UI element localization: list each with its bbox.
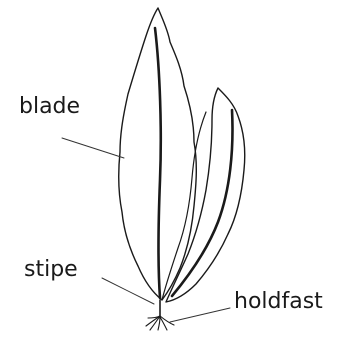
blade-left-midrib — [155, 28, 161, 298]
blade-middle-outline — [162, 112, 206, 300]
label-holdfast: holdfast — [234, 291, 323, 313]
holdfast-roots — [146, 316, 174, 330]
leader-line-holdfast — [170, 308, 230, 322]
label-stipe: stipe — [24, 259, 78, 281]
label-blade: blade — [19, 96, 80, 118]
leader-line-blade — [62, 138, 124, 158]
